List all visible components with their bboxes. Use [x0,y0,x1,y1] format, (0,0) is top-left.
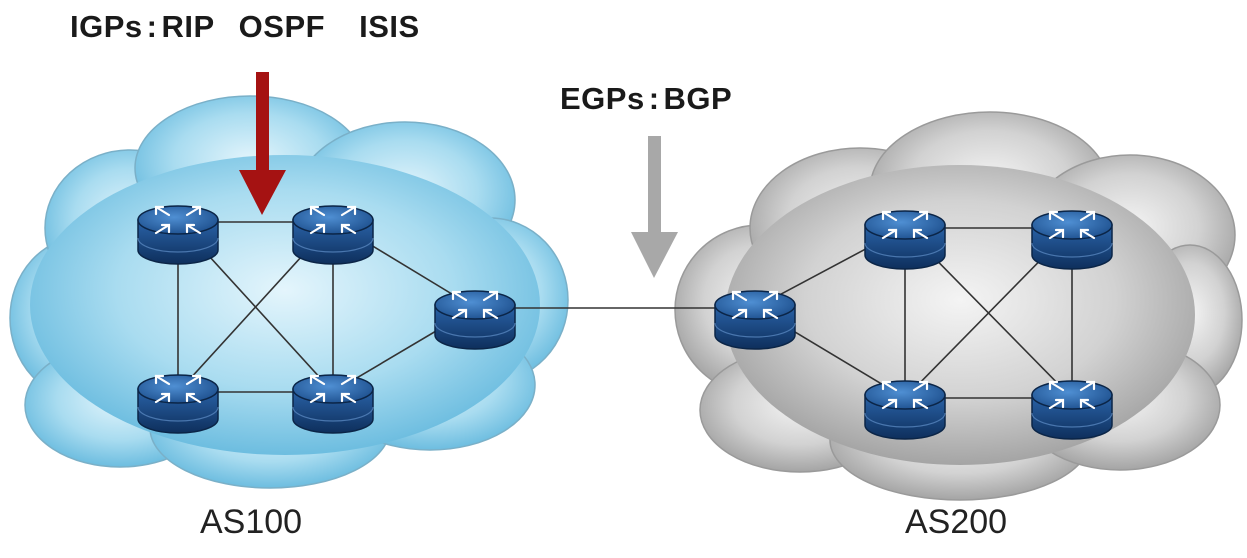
as200-label: AS200 [905,503,1008,541]
igp-prefix: IGPs [70,9,143,44]
router-icon [291,204,375,266]
egp-protocol-bgp: BGP [663,81,733,116]
egp-arrow-icon [631,136,678,278]
egp-prefix: EGPs [560,81,645,116]
egp-separator: : [648,81,660,116]
egp-label: EGPs:BGP [560,81,732,117]
igp-label: IGPs:RIP OSPF ISIS [70,9,420,45]
router-icon [433,289,517,351]
igp-protocol-rip: RIP [161,9,215,44]
router-icon [1030,209,1114,271]
router-icon [291,373,375,435]
igp-protocol-isis: ISIS [359,9,420,44]
router-icon [136,204,220,266]
igp-arrow-icon [239,72,286,215]
router-icon [863,209,947,271]
igp-protocol-ospf: OSPF [238,9,326,44]
router-icon [863,379,947,441]
router-icon [713,289,797,351]
router-icon [1030,379,1114,441]
as100-label: AS100 [200,503,303,541]
igp-separator: : [146,9,158,44]
router-icon [136,373,220,435]
